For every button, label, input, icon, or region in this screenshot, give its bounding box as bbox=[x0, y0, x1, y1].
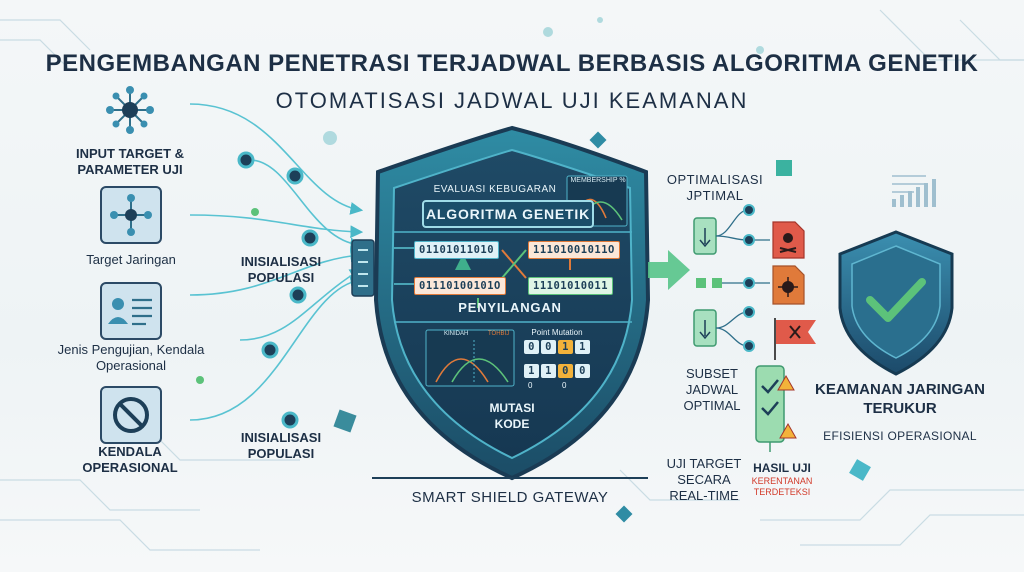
mutation-bit: 1 bbox=[541, 364, 556, 378]
membership-label: MEMBERSHIP % bbox=[570, 177, 626, 184]
mutation-index-1: 0 bbox=[528, 381, 533, 390]
kendala-label: KENDALA OPERASIONAL bbox=[82, 444, 178, 475]
restriction-icon bbox=[100, 386, 162, 444]
penyilangan-label: PENYILANGAN bbox=[458, 300, 562, 315]
profile-form-icon bbox=[100, 282, 162, 340]
skull-file-icon bbox=[772, 221, 805, 259]
mutation-bit: 1 bbox=[524, 364, 539, 378]
mutation-index-2: 0 bbox=[562, 381, 567, 390]
subset-jadwal-label: SUBSET JADWAL OPTIMAL bbox=[683, 366, 741, 413]
mutation-row-2: 1 1 0 0 bbox=[524, 364, 590, 378]
mutation-bit: 0 bbox=[541, 340, 556, 354]
keamanan-label: KEAMANAN JARINGAN TERUKUR bbox=[814, 381, 985, 417]
virus-file-icon bbox=[772, 265, 805, 305]
inisialisasi-populasi-label-1: INISIALISASI POPULASI bbox=[240, 254, 322, 285]
mutation-chart bbox=[425, 329, 515, 387]
hasil-uji-label: HASIL UJI bbox=[753, 461, 811, 475]
secure-shield-icon bbox=[838, 230, 954, 376]
optimalisasi-label: OPTIMALISASI JPTIMAL bbox=[666, 172, 764, 203]
efisiensi-label: EFISIENSI OPERASIONAL bbox=[823, 429, 977, 443]
mutation-bit: 0 bbox=[558, 364, 573, 378]
result-checklist bbox=[755, 365, 797, 452]
network-node-icon bbox=[104, 84, 156, 136]
output-arrow bbox=[648, 250, 690, 290]
chromosome-2: 11101001011O bbox=[528, 241, 620, 259]
population-nodes bbox=[237, 151, 319, 429]
circuit-traces bbox=[0, 9, 1024, 551]
algoritma-genetik-box bbox=[422, 200, 594, 228]
alert-flag-icon bbox=[774, 318, 816, 360]
chromosome-1: 01101011010 bbox=[414, 241, 500, 259]
input-target-label: INPUT TARGET & PARAMETER UJI bbox=[75, 146, 185, 177]
page-subtitle: OTOMATISASI JADWAL UJI KEAMANAN bbox=[275, 88, 749, 113]
target-network-icon bbox=[100, 186, 162, 244]
stats-icon bbox=[892, 175, 936, 207]
point-mutation-label: Point Mutation bbox=[531, 328, 583, 337]
decor-cubes bbox=[333, 131, 871, 523]
chart-left-label: KINIDAH bbox=[444, 331, 469, 337]
page-title: PENGEMBANGAN PENETRASI TERJADWAL BERBASI… bbox=[45, 50, 979, 77]
optimization-tree bbox=[693, 204, 770, 352]
mutation-row-1: 0 0 1 1 bbox=[524, 340, 590, 354]
mutation-bit: 0 bbox=[575, 364, 590, 378]
gateway-label: SMART SHIELD GATEWAY bbox=[411, 489, 609, 506]
target-jaringan-label: Target Jaringan bbox=[86, 252, 176, 267]
chromosome-3: 01110100101O bbox=[414, 277, 506, 295]
uji-target-label: UJI TARGET SECARA REAL-TIME bbox=[666, 456, 742, 503]
inisialisasi-populasi-label-2: INISIALISASI POPULASI bbox=[240, 430, 322, 461]
kerentanan-label: KERENTANAN TERDETEKSI bbox=[751, 476, 813, 497]
mutation-bit: 1 bbox=[575, 340, 590, 354]
algoritma-genetik-label: ALGORITMA GENETIK bbox=[426, 206, 590, 222]
mutation-bit: 1 bbox=[558, 340, 573, 354]
chart-right-label: TOHBIJ bbox=[488, 331, 510, 337]
mutasi-kode-label: MUTASI KODE bbox=[489, 401, 535, 431]
jenis-pengujian-label: Jenis Pengujian, Kendala Operasional bbox=[57, 342, 205, 373]
mutation-bit: 0 bbox=[524, 340, 539, 354]
evaluasi-label: EVALUASI KEBUGARAN bbox=[433, 184, 557, 195]
input-flow-lines bbox=[189, 103, 364, 421]
chromosome-4: 11101010011 bbox=[528, 277, 614, 295]
